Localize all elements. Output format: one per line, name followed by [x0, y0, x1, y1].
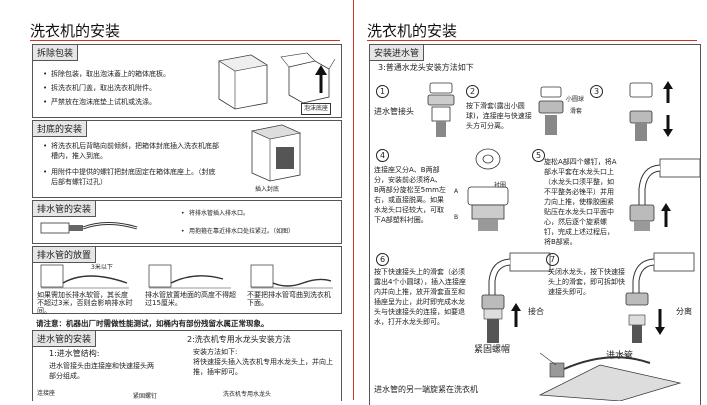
step-1-text: 进水管接头 [374, 107, 414, 116]
bottom-instruction: 进水管的另一端旋紧在洗衣机 [374, 385, 478, 394]
foam-base-label: 泡沫底座 [301, 103, 332, 115]
performance-test-warning: 请注意：机器出厂时需做性能测试，如桶内有部份残留水属正常现象。 [36, 319, 269, 328]
slide-sleeve-tag: 滑套 [570, 108, 583, 115]
drain-note-2: 用抱箍在靠近排水口处拉紧过。（如图） [181, 227, 339, 237]
inlet-step1-text: 进水管接头由连接座和快速接头两部分组成。 [49, 362, 154, 380]
step-3-number: 3 [590, 85, 603, 98]
drain-note-1: 将排水管插入排水口。 [181, 209, 329, 219]
step-5-text: 旋松A部四个螺钉，将A部水平套在水龙头口上（水龙头口须平整，如不平整务必锉平）并… [544, 158, 617, 246]
step-4-text: 连接座又分A、B两部分，安装前必须将A、B两部分旋松至5mm左右，或直接脱离。如… [374, 166, 446, 224]
step-6-text: 按下快速接头上的滑套（必须露出4个小圆球），插入连接座内并向上推，放开滑套直至和… [374, 268, 466, 326]
right-page-title: 洗衣机的安装 [367, 22, 458, 40]
washer-unpack-illustration [218, 52, 336, 110]
inlet-hose-connect-illustration [538, 352, 682, 401]
step-5-number: 5 [532, 149, 545, 162]
step-2-number: 2 [466, 85, 479, 98]
drain-install-section: 排水管的安装 将排水管插入排水口。 用抱箍在靠近排水口处拉紧过。（如图） [32, 200, 342, 244]
liner-ring-tag: 衬圈 [494, 182, 507, 189]
drain-extend-illustration [40, 264, 129, 289]
drain-caption-1: 如果需加长排水软管，其长度不超过3米，否则会影响排水时间。 [37, 291, 133, 315]
special-faucet-label: 洗衣机专用水龙头 [223, 391, 272, 398]
unpack-label: 拆除包装 [33, 45, 79, 61]
drain-bend-illustration [250, 264, 333, 289]
small-ball-tag: 小圆球 [566, 96, 585, 103]
inlet-section: 进水管的安装 1:进水管结构: 进水管接头由连接座和快速接头两部分组成。 2:洗… [32, 330, 342, 401]
right-page: 洗衣机的安装 安装进水管 3:普通水龙头安装方法如下 1 进水管接头 2 按下滑… [355, 0, 707, 405]
fastening-nut-label: 紧固螺帽 [474, 345, 511, 355]
bottom-plate-section: 封底的安装 将洗衣机后背略向前倾斜，把箱体封底插入洗衣机底部槽内，推入到底。 用… [32, 120, 342, 198]
faucet-mount-illustration [629, 158, 700, 231]
drain-length-label: 3米以下 [91, 264, 113, 271]
left-page-title: 洗衣机的安装 [30, 22, 121, 40]
step-4-number: 4 [376, 149, 389, 162]
step-7-text: 关闭水龙头，按下快速接头上的滑套，即可拆卸快速接头即可。 [548, 268, 625, 296]
disconnect-hose-illustration [625, 252, 695, 343]
step-7-number: 7 [546, 253, 559, 266]
inlet-step1-title: 1:进水管结构: [49, 349, 100, 358]
bottom-plate-label: 封底的安装 [33, 121, 88, 137]
inlet-hose-label: 进水管 [606, 351, 634, 361]
separate-tag: 分离 [676, 307, 692, 316]
right-title-rule [367, 40, 697, 41]
fixing-screw-label: 紧固螺钉 [133, 393, 158, 400]
drain-hose-illustration [40, 222, 138, 234]
connector-seat-ab-illustration [467, 148, 509, 231]
drain-caption-2: 排水管放置地面的高度不得超过15厘米。 [145, 291, 236, 307]
quick-connector-icon [427, 82, 455, 137]
separate-connector-icon [629, 81, 673, 141]
drain-height-illustration [148, 264, 231, 289]
slide-sleeve-icon [538, 86, 564, 135]
step-1-number: 1 [376, 85, 389, 98]
unpack-bullet-2: 拆洗衣机门盖，取出洗衣机附件。 [43, 83, 201, 93]
step-2-text: 按下滑套(露出小圆球)，连接座与快速接头方可分离。 [466, 102, 532, 130]
unpack-bullet-3: 严禁放在泡沫底垫上试机或洗涤。 [43, 97, 201, 107]
insert-plate-caption: 插入封底 [255, 186, 280, 193]
left-title-rule [30, 40, 340, 41]
bottom-plate-bullet-1: 将洗衣机后背略向前倾斜，把箱体封底插入洗衣机底部槽内，推入到底。 [43, 141, 219, 161]
unpack-section: 拆除包装 拆除包装，取出泡沫蓋上的箱体底板。 拆洗衣机门盖，取出洗衣机附件。 严… [32, 44, 342, 118]
drain-install-label: 排水管的安装 [33, 201, 97, 217]
inlet-step2-title: 2:洗衣机专用水龙头安装方法 [187, 335, 291, 344]
install-inlet-section: 安装进水管 3:普通水龙头安装方法如下 1 进水管接头 2 按下滑套(露出小圆球… [369, 44, 701, 405]
unpack-bullet-1: 拆除包装，取出泡沫蓋上的箱体底板。 [43, 69, 201, 79]
page-divider [353, 0, 354, 400]
part-b-tag: B [454, 214, 459, 221]
drain-place-label: 排水管的放置 [33, 247, 97, 263]
bottom-plate-bullet-2: 用附件中提供的螺钉把封底固定在箱体底座上。（封底后部有螺钉过孔） [43, 167, 219, 187]
drain-caption-3: 不要把排水管弯曲到洗衣机下面。 [247, 291, 331, 307]
bottom-plate-illustration [251, 124, 301, 182]
connect-tag: 接合 [528, 307, 544, 316]
left-page: 洗衣机的安装 拆除包装 拆除包装，取出泡沫蓋上的箱体底板。 拆洗衣机门盖，取出洗… [0, 0, 352, 401]
install-inlet-label: 安装进水管 [370, 45, 425, 61]
step3-title: 3:普通水龙头安装方法如下 [378, 63, 474, 72]
connect-hose-illustration [481, 252, 551, 343]
part-a-tag: A [454, 188, 459, 195]
step-6-number: 6 [376, 253, 389, 266]
inlet-label: 进水管的安装 [33, 331, 97, 347]
inlet-step2-text: 将快速接头插入洗衣机专用水龙头上，并向上推，插牢即可。 [193, 358, 333, 376]
inlet-step2-sub: 安装方法如下: [193, 348, 238, 356]
drain-place-section: 排水管的放置 3米以下 如果需加长排水软管，其长度不超过3米，否则会影响排水时间… [32, 246, 342, 315]
connector-seat-label: 连接座 [37, 390, 56, 397]
